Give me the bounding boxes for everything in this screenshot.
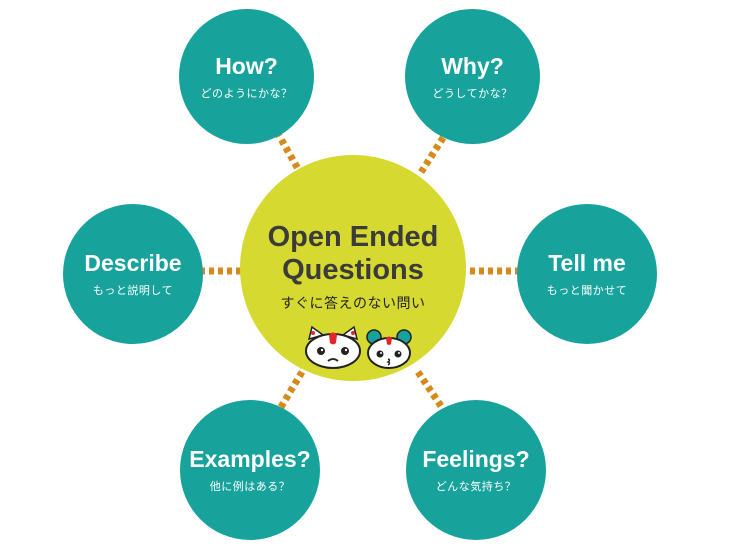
node-describe-subtitle: もっと説明して xyxy=(92,284,174,297)
node-tellme-subtitle: もっと聞かせて xyxy=(546,284,628,297)
center-subtitle: すぐに答えのない問い xyxy=(280,296,426,312)
connector-feelings xyxy=(415,370,448,414)
cat-mascot-icon xyxy=(305,325,361,369)
node-tellme: Tell me もっと聞かせて xyxy=(517,204,657,344)
node-how-title: How? xyxy=(215,52,278,79)
connector-examples xyxy=(274,370,306,414)
node-describe: Describe もっと説明して xyxy=(63,204,203,344)
node-feelings-subtitle: どんな気持ち？ xyxy=(435,480,517,493)
node-tellme-title: Tell me xyxy=(548,250,626,276)
center-title-line1: Open Ended xyxy=(267,221,439,253)
node-feelings-title: Feelings? xyxy=(422,446,530,472)
bear-mascot-icon xyxy=(366,329,412,369)
node-examples-subtitle: 他に例はある？ xyxy=(209,480,291,493)
node-feelings: Feelings? どんな気持ち？ xyxy=(406,400,546,540)
node-how: How? どのようにかな？ xyxy=(179,9,314,144)
node-examples-title: Examples? xyxy=(189,446,311,472)
center-title-line2: Questions xyxy=(282,254,424,286)
node-why-title: Why? xyxy=(441,52,504,79)
node-describe-title: Describe xyxy=(84,250,182,276)
node-why: Why? どうしてかな？ xyxy=(405,9,540,144)
center-title: Open Ended Questions xyxy=(268,221,439,287)
node-why-subtitle: どうしてかな？ xyxy=(432,86,513,100)
node-how-subtitle: どのようにかな？ xyxy=(200,86,293,100)
node-examples: Examples? 他に例はある？ xyxy=(180,400,320,540)
mascots xyxy=(305,325,412,369)
